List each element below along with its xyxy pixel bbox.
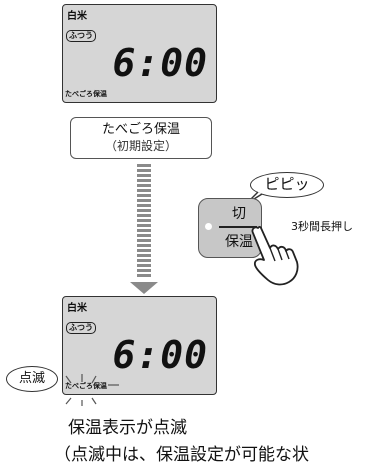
- mode-box-note: （初期設定）: [104, 139, 177, 153]
- hold-instruction: 3秒間長押し: [291, 220, 353, 233]
- rice-type-label: 白米: [67, 11, 87, 22]
- flash-rays-icon: [65, 374, 119, 406]
- lcd-display-bottom: 白米 ふつう 6:00 たべごろ保温: [62, 296, 217, 395]
- off-label: 切: [232, 206, 246, 222]
- keep-warm-label: たべごろ保温: [65, 90, 107, 98]
- rice-type-label: 白米: [67, 303, 87, 314]
- flash-callout-text: 点滅: [18, 371, 45, 386]
- indicator-dot-icon: [205, 223, 212, 230]
- keep-warm-label-flashing: たべごろ保温: [65, 382, 107, 390]
- time-display: 6:00: [112, 41, 208, 85]
- off-keep-warm-button[interactable]: 切 保温: [198, 198, 262, 258]
- flash-callout: 点滅: [6, 366, 58, 392]
- mode-box-title: たべごろ保温: [101, 122, 180, 137]
- cook-mode-label: ふつう: [66, 30, 96, 42]
- keep-warm-mode-box: たべごろ保温 （初期設定）: [70, 117, 212, 159]
- pressing-hand-icon: [251, 225, 299, 286]
- time-display: 6:00: [112, 333, 208, 377]
- cook-mode-label: ふつう: [66, 322, 96, 334]
- lcd-display-top: 白米 ふつう 6:00 たべごろ保温: [62, 4, 217, 103]
- caption-line-1: 保温表示が点滅: [68, 418, 187, 438]
- keep-warm-button-label: 保温: [225, 234, 253, 250]
- beep-speech-bubble: ピピッ: [250, 172, 324, 198]
- beep-sound-text: ピピッ: [264, 175, 310, 193]
- caption-line-2: （点滅中は、保温設定が可能な状: [54, 445, 309, 465]
